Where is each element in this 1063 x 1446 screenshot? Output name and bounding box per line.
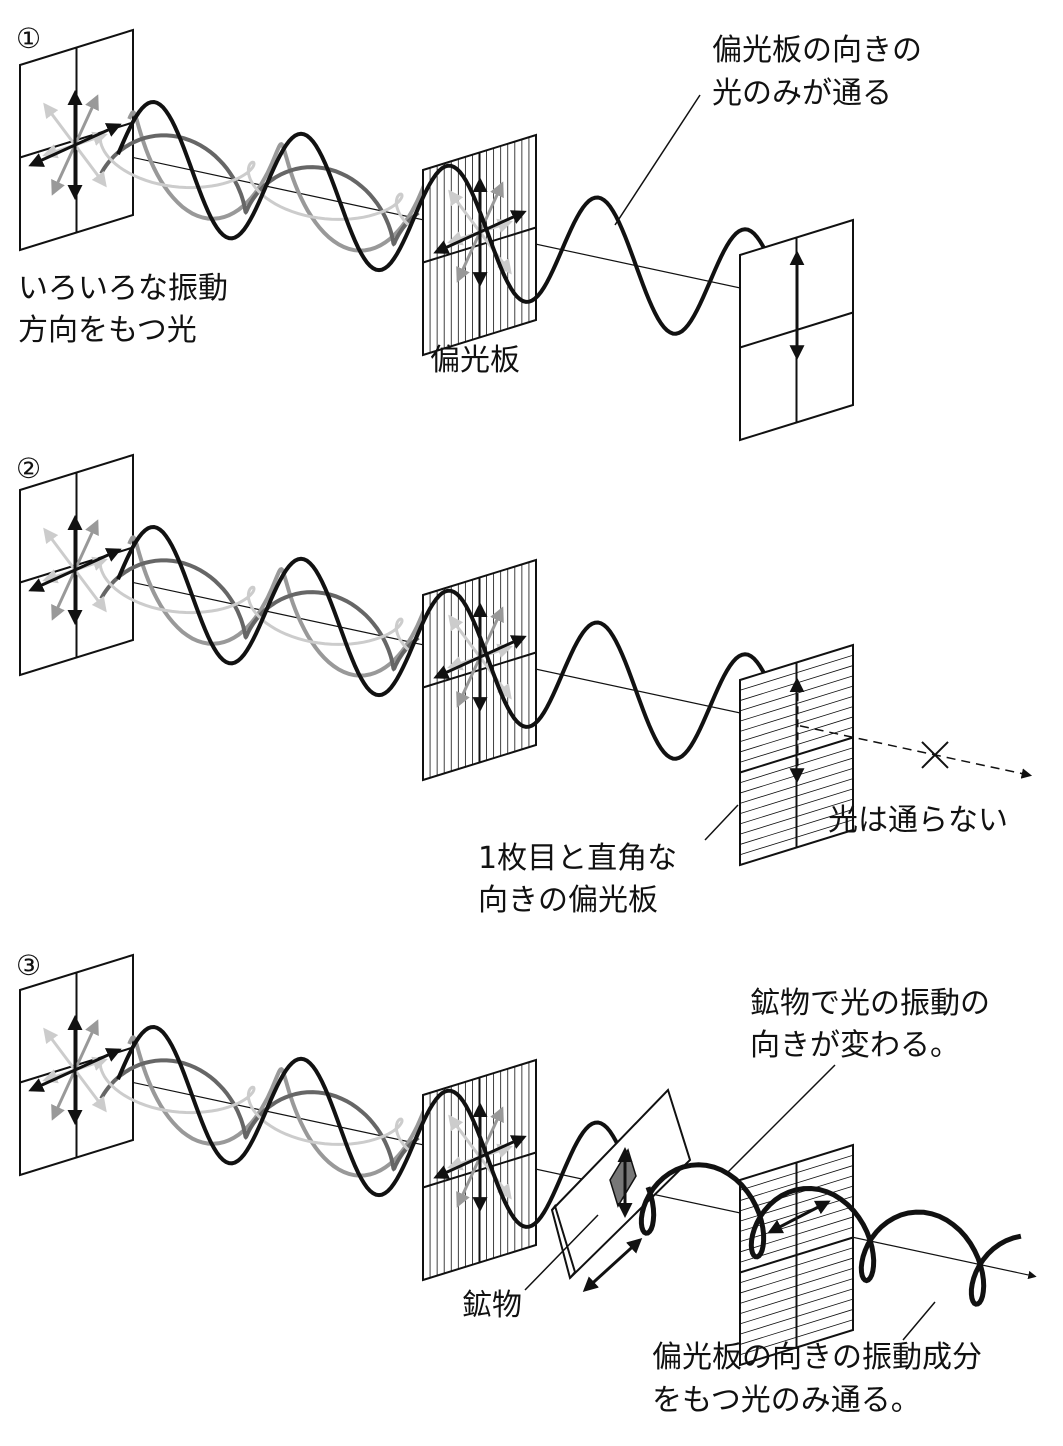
leader-line: [614, 94, 701, 226]
gray-wave: [127, 1035, 434, 1178]
black-wave: [116, 99, 798, 336]
panel-1-number: ①: [16, 22, 41, 55]
gray-wave: [127, 535, 434, 678]
horizontal-vibration-arrow: [28, 1048, 122, 1092]
mineral-label: 鉱物: [462, 1288, 522, 1323]
dark-gray-wave: [99, 1058, 420, 1172]
panel-3-top-label-line-1: 鉱物で光の振動の: [750, 986, 990, 1021]
panel-1-top-label-line-2: 光のみが通る: [712, 76, 892, 111]
leader-line: [704, 804, 739, 841]
light-gray-wave: [98, 1063, 411, 1152]
black-wave: [116, 524, 798, 761]
blocked-label: 光は通らない: [828, 803, 1008, 838]
second-polarizer-label-line-1: 1枚目と直角な: [478, 841, 677, 876]
polarizer-label: 偏光板: [430, 343, 520, 378]
horizontal-vibration-arrow: [28, 548, 122, 592]
second-polarizer-crossed-cross-horizontal: [739, 1236, 854, 1274]
horizontal-vibration-arrow: [28, 123, 122, 167]
dark-gray-wave: [99, 133, 420, 247]
source-label-line-1: いろいろな振動: [18, 271, 228, 306]
source-label-line-2: 方向をもつ光: [18, 313, 197, 348]
light-path-axis: [74, 1069, 1037, 1280]
mineral-plate-edge: [551, 1203, 577, 1279]
dark-gray-wave: [99, 558, 420, 672]
panel-3-bottom-label-line-2: をもつ光のみ通る。: [652, 1383, 921, 1418]
leader-line: [727, 1064, 836, 1173]
leader-line: [902, 1301, 936, 1341]
rotated-vibration-arrow: [582, 1237, 643, 1293]
transmitted-vibration-arrow: [767, 1200, 831, 1234]
light-gray-wave: [98, 138, 411, 227]
blocked-path-dashed: [799, 725, 1033, 779]
cross-mark-icon: [921, 741, 949, 769]
panel-1-top-label-line-1: 偏光板の向きの: [712, 33, 922, 68]
rotated-wave: [638, 1162, 1022, 1307]
panel-3-bottom-label-line-1: 偏光板の向きの振動成分: [652, 1340, 982, 1375]
gray-wave: [127, 110, 434, 253]
horizontal-vibration-arrow: [433, 210, 527, 254]
panel-3-number: ③: [16, 949, 41, 982]
horizontal-vibration-arrow: [433, 635, 527, 679]
panel-3-top-label-line-2: 向きが変わる。: [750, 1028, 960, 1063]
light-gray-wave: [98, 563, 411, 652]
second-polarizer-label-line-2: 向きの偏光板: [478, 883, 658, 918]
black-wave: [116, 1024, 621, 1229]
leader-line: [524, 1214, 599, 1291]
panel-2-number: ②: [16, 452, 41, 485]
diagram-artwork: [19, 28, 1037, 1367]
horizontal-vibration-arrow: [433, 1135, 527, 1179]
